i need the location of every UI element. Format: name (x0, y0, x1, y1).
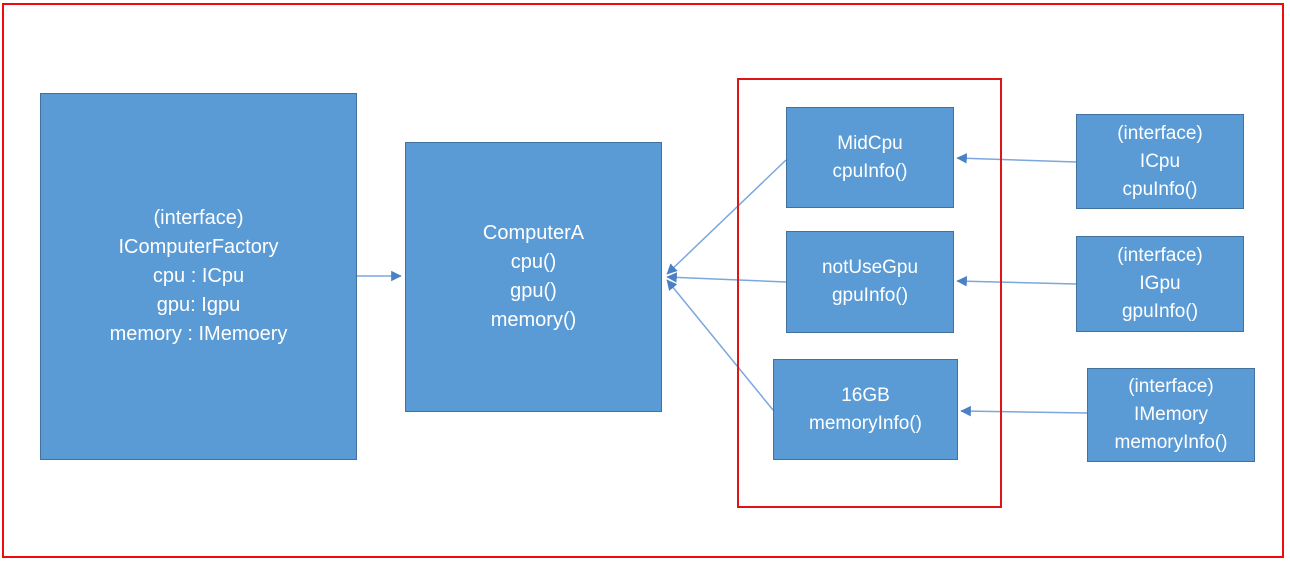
icomputerfactory-interface-box: (interface) IComputerFactory cpu : ICpu … (40, 93, 357, 460)
arrow-16gb-to-computera (666, 279, 774, 411)
arrow-igpu-to-notusegpu (956, 275, 1077, 287)
computera-class-box: ComputerA cpu() gpu() memory() (405, 142, 662, 412)
16gb-memory-class-box: 16GB memoryInfo() (773, 359, 958, 460)
imemory-interface-box: (interface) IMemory memoryInfo() (1087, 368, 1255, 462)
concrete-implementations-group-border (737, 78, 1002, 508)
arrow-notusegpu-to-computera (666, 272, 787, 283)
arrow-midcpu-to-computera (666, 159, 787, 275)
notusegpu-class-box: notUseGpu gpuInfo() (786, 231, 954, 333)
arrow-icpu-to-midcpu (956, 153, 1077, 164)
arrow-imemory-to-16gb (960, 405, 1088, 417)
midcpu-class-box: MidCpu cpuInfo() (786, 107, 954, 208)
icpu-interface-box: (interface) ICpu cpuInfo() (1076, 114, 1244, 209)
igpu-interface-box: (interface) IGpu gpuInfo() (1076, 236, 1244, 332)
